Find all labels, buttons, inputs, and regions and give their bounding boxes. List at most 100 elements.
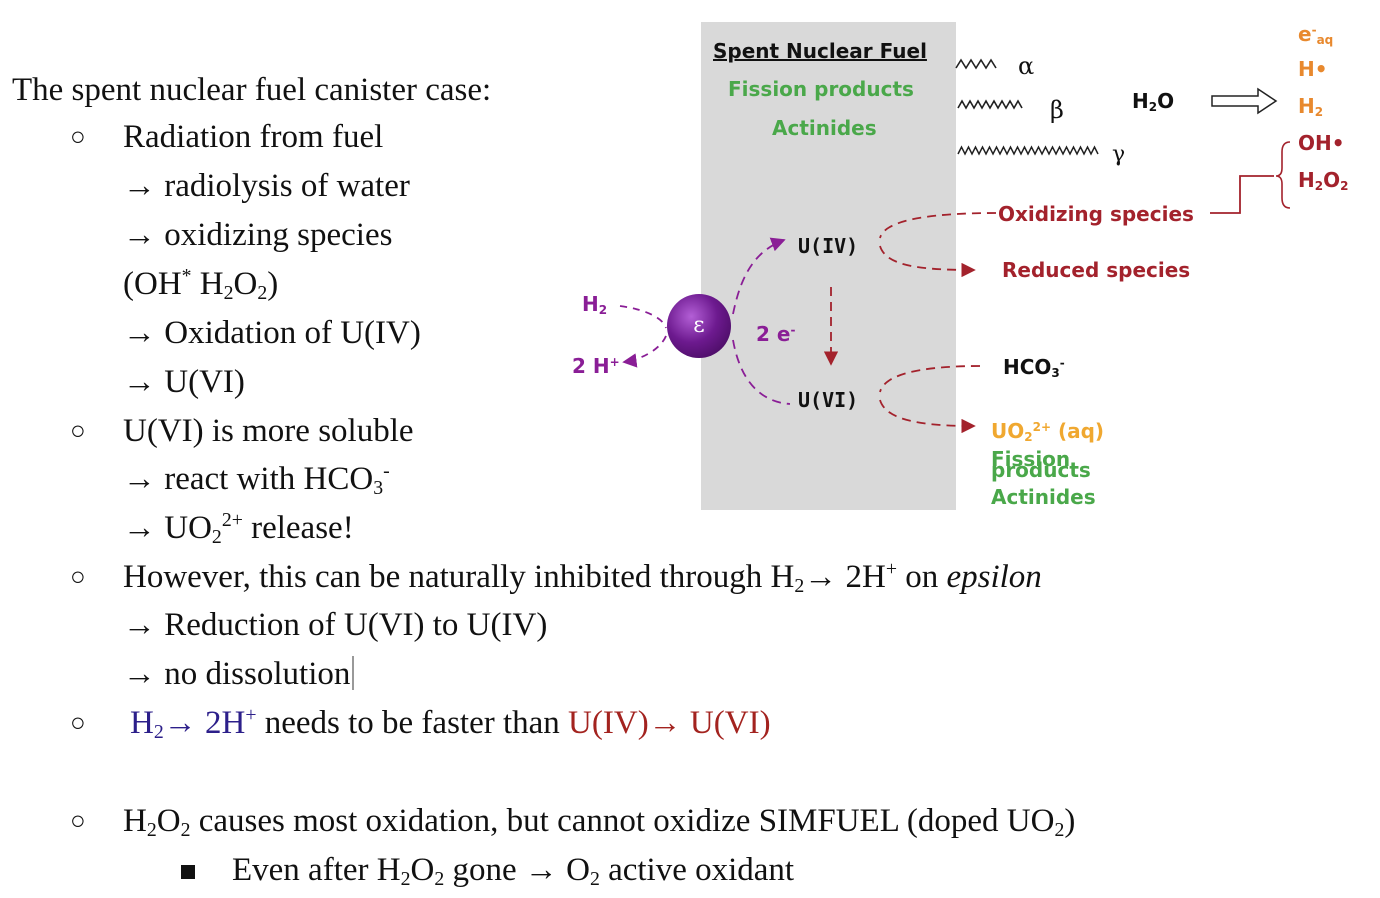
beta-wave (957, 99, 1023, 110)
bullet-1-line-1: Radiation from fuel (123, 119, 384, 155)
product-eaq: e-aq (1298, 22, 1333, 46)
subscript: 2 (1024, 430, 1033, 444)
text-part: O (233, 266, 258, 302)
bullet-4-line-1: H2→ 2H+ needs to be faster than U(IV)→ U… (130, 703, 771, 743)
oxidizing-connector (1210, 175, 1274, 214)
bullet-3: ○ (70, 562, 86, 591)
subscript: 2 (211, 525, 222, 548)
superscript: - (1059, 355, 1065, 370)
bullet-5-line-1: H2O2 causes most oxidation, but cannot o… (123, 801, 1075, 841)
subscript: 3 (1051, 366, 1060, 380)
hollow-arrow (1211, 87, 1278, 115)
superscript: + (885, 558, 897, 581)
text-part: H (582, 292, 599, 316)
product-h2: H2 (1298, 94, 1323, 118)
two-electrons-label: 2 e- (756, 322, 795, 346)
bullet-1-line-5: → Oxidation of U(IV) (123, 315, 421, 351)
u6-curve-to-uo2 (879, 399, 976, 434)
panel-actinides: Actinides (772, 116, 877, 140)
bullet-2: ○ (70, 416, 86, 445)
subscript: 2 (1148, 100, 1158, 114)
alpha-label: α (1018, 52, 1035, 80)
released-actinides-label: Actinides (991, 485, 1096, 509)
subscript: 2 (434, 867, 445, 890)
beta-label: β (1050, 96, 1064, 124)
text-part: 2 e (756, 322, 791, 346)
bullet-2-line-1: U(VI) is more soluble (123, 413, 414, 449)
alpha-wave (955, 58, 997, 70)
u4-curve-to-reduced (879, 245, 976, 278)
bullet-2-line-2: → react with HCO3- (123, 459, 390, 499)
text-part: → UO (123, 510, 212, 546)
text-part: O (1157, 89, 1175, 113)
reduced-species-label: Reduced species (1002, 258, 1191, 282)
subscript: 3 (373, 476, 384, 499)
text-part: H (1298, 168, 1315, 192)
subscript: 2 (257, 281, 268, 304)
text-part: UO (991, 419, 1025, 443)
text-part: → 2H (804, 559, 886, 595)
text-part: on (896, 559, 947, 595)
released-products-label: products (991, 458, 1091, 482)
text-part: 2 H (572, 354, 610, 378)
text-part: O (156, 803, 181, 839)
text-part: ) (1064, 803, 1076, 839)
superscript: 2+ (1032, 419, 1052, 434)
text-part: H (123, 803, 147, 839)
text-part: O (1323, 168, 1341, 192)
bullet-3-line-2: → Reduction of U(VI) to U(IV) (123, 607, 548, 643)
water-label: H2O (1132, 89, 1174, 113)
intro-heading: The spent nuclear fuel canister case: (12, 72, 492, 108)
subscript: aq (1316, 33, 1334, 47)
superscript: - (383, 460, 390, 483)
epsilon-particle: ε (667, 294, 731, 358)
panel-title: Spent Nuclear Fuel (713, 39, 927, 63)
text-part: ) (267, 266, 279, 302)
subscript: 2 (1314, 105, 1324, 119)
text-part: H (1298, 94, 1315, 118)
text-part: H (191, 266, 224, 302)
text-part: active oxidant (599, 852, 795, 888)
text-part: → no dissolution (123, 656, 351, 692)
bullet-5: ○ (70, 806, 86, 835)
superscript: + (609, 354, 620, 369)
superscript: + (245, 704, 257, 727)
fuel-panel (701, 22, 956, 510)
u4-label: U(IV) (798, 234, 859, 258)
hplus-path (622, 335, 667, 368)
subscript: 2 (1340, 179, 1349, 193)
uo2-aq-label: UO22+ (aq) (991, 419, 1104, 443)
text-part: release! (242, 510, 354, 546)
text-part: (aq) (1051, 419, 1105, 443)
u6-curve-to-hco3 (879, 365, 981, 393)
gamma-wave (957, 145, 1099, 156)
subscript: 2 (223, 281, 234, 304)
electron-path-up (732, 237, 786, 315)
subscript: 2 (589, 867, 600, 890)
superscript: - (790, 322, 796, 337)
two-hplus-label: 2 H+ (572, 354, 620, 378)
released-fission-label: Fission (991, 447, 1071, 471)
text-part: needs to be faster than (256, 705, 569, 741)
text-part: H (130, 705, 154, 741)
text-part: HCO (1003, 355, 1052, 379)
product-oh-radical: OH• (1298, 131, 1345, 155)
electron-path-down (732, 339, 791, 405)
bullet-1: ○ (70, 122, 86, 151)
text-part: Even after H (232, 852, 401, 888)
subscript: 2 (400, 867, 411, 890)
h2-path (619, 305, 667, 329)
hco3-label: HCO3- (1003, 355, 1065, 379)
bullet-1-line-2: → radiolysis of water (123, 168, 410, 204)
epsilon-word: epsilon (946, 559, 1042, 595)
h2-label: H2 (582, 292, 607, 316)
text-part: O (410, 852, 435, 888)
bullet-1-line-3: → oxidizing species (123, 217, 393, 253)
text-cursor[interactable] (352, 656, 355, 690)
text-part: (OH (123, 266, 182, 302)
subscript: 2 (1314, 179, 1324, 193)
gamma-label: γ (1112, 142, 1126, 167)
product-h-radical: H• (1298, 57, 1328, 81)
bullet-3-line-1: However, this can be naturally inhibited… (123, 557, 1042, 597)
